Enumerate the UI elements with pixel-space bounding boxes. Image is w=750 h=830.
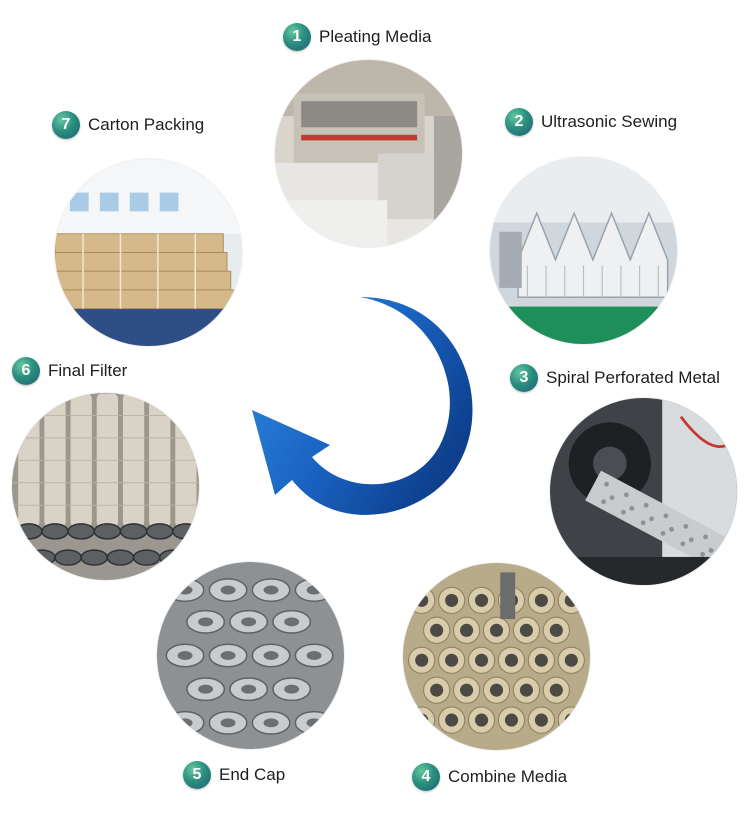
step-badge: 4 xyxy=(412,763,440,791)
step-badge: 2 xyxy=(505,108,533,136)
cycle-arrow-icon xyxy=(252,297,473,515)
step-2-photo xyxy=(490,157,677,344)
step-badge: 7 xyxy=(52,111,80,139)
step-2: 2 Ultrasonic Sewing xyxy=(505,108,677,136)
step-label: Pleating Media xyxy=(319,27,432,46)
step-3: 3 Spiral Perforated Metal xyxy=(510,364,720,392)
step-label: End Cap xyxy=(219,765,286,784)
step-4: 4 Combine Media xyxy=(412,763,567,791)
step-label: Spiral Perforated Metal xyxy=(546,368,720,387)
step-1: 1 Pleating Media xyxy=(283,23,431,51)
step-badge: 6 xyxy=(12,357,40,385)
step-6: 6 Final Filter xyxy=(12,357,127,385)
step-label: Final Filter xyxy=(48,361,128,380)
step-label: Ultrasonic Sewing xyxy=(541,112,678,131)
step-5-photo xyxy=(157,562,344,749)
step-7-photo xyxy=(55,159,242,346)
step-5: 5 End Cap xyxy=(183,761,285,789)
step-6-photo xyxy=(12,393,199,580)
step-badge: 3 xyxy=(510,364,538,392)
step-label: Combine Media xyxy=(448,767,568,786)
step-7: 7 Carton Packing xyxy=(52,111,204,139)
step-badge: 1 xyxy=(283,23,311,51)
step-3-photo xyxy=(550,398,737,585)
step-label: Carton Packing xyxy=(88,115,205,134)
step-4-photo xyxy=(403,563,590,750)
step-1-photo xyxy=(275,60,462,247)
step-badge: 5 xyxy=(183,761,211,789)
